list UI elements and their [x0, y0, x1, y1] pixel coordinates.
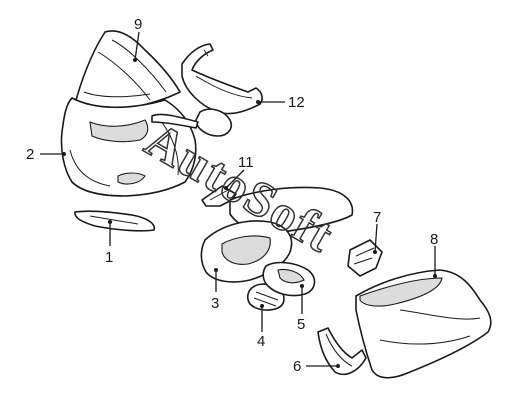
leader-11 — [225, 169, 245, 189]
instrument-bracket-part[interactable] — [181, 43, 263, 115]
callout-12: 12 — [288, 94, 305, 111]
callout-7: 7 — [373, 209, 381, 226]
leader-9 — [134, 31, 140, 61]
callout-1: 1 — [105, 249, 113, 266]
leader-6-dot — [336, 364, 340, 368]
callout-5: 5 — [297, 316, 305, 333]
callout-2: 2 — [26, 146, 34, 163]
callout-6: 6 — [293, 358, 301, 375]
mirror-part[interactable] — [151, 108, 233, 137]
leader-8-dot — [433, 274, 437, 278]
clip-part[interactable] — [347, 239, 383, 277]
leader-7 — [374, 223, 378, 253]
callout-11: 11 — [238, 154, 254, 171]
leader-2-dot — [62, 152, 66, 156]
callout-labels: 9 2 12 11 1 3 4 5 7 8 6 — [26, 16, 438, 375]
leader-4-dot — [260, 304, 264, 308]
hook-part[interactable] — [317, 327, 367, 376]
windscreen-part[interactable] — [74, 30, 181, 111]
leader-lines — [40, 31, 437, 368]
leader-7-dot — [373, 250, 377, 254]
callout-9: 9 — [134, 16, 142, 33]
callout-3: 3 — [211, 295, 219, 312]
leader-12-dot — [256, 100, 260, 104]
lower-trim-part[interactable] — [74, 210, 156, 232]
belly-pan-part[interactable] — [355, 269, 492, 379]
leader-5-dot — [300, 284, 304, 288]
callout-4: 4 — [257, 333, 265, 350]
leader-1-dot — [108, 220, 112, 224]
leader-11-dot — [224, 186, 228, 190]
leader-9-dot — [133, 58, 137, 62]
callout-8: 8 — [430, 231, 438, 248]
leader-3-dot — [214, 268, 218, 272]
